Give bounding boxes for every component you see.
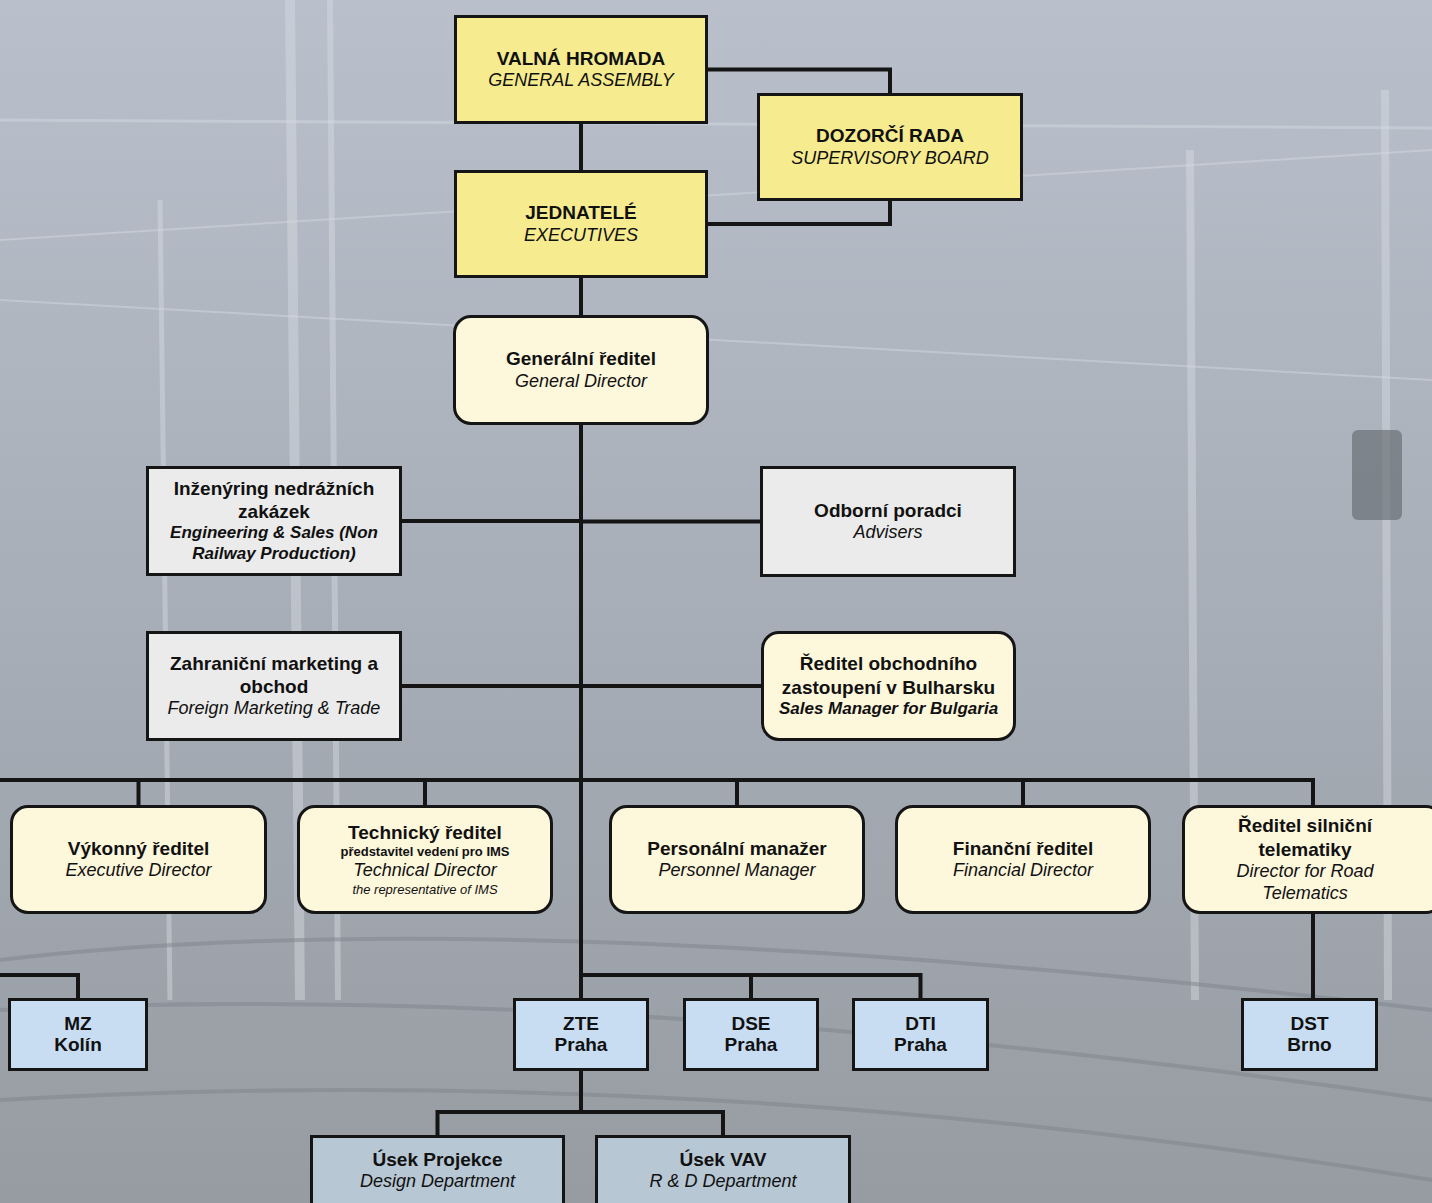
node-text: Úsek Projekce [373,1148,503,1171]
org-connector [579,124,583,170]
director-box: Generální ředitelGeneral Director [453,315,709,425]
signal-light [1352,430,1402,520]
node-text: JEDNATELÉ [525,201,637,224]
node-text: Advisers [853,522,922,544]
org-connector [708,201,890,224]
node-text: General Director [515,371,647,393]
node-text: Technical Director [353,860,496,882]
overhead-wire [0,150,1432,240]
division-box: DSE Praha [683,998,819,1071]
division-box: ZTE Praha [513,998,649,1071]
org-connector [425,425,581,805]
node-text: Personnel Manager [658,860,815,882]
node-text: Personální manažer [647,837,827,860]
org-connector [402,425,581,686]
org-connector [581,425,737,805]
division-box: DTI Praha [852,998,989,1071]
node-text: DSE Praha [725,1014,778,1056]
staff-box: Zahraniční marketing a obchodForeign Mar… [146,631,402,741]
node-text: Ředitel obchodního zastoupení v Bulharsk… [772,652,1005,698]
org-connector [581,425,760,522]
governing-body-box: VALNÁ HROMADAGENERAL ASSEMBLY [454,15,708,124]
director-box: Ředitel silniční telematikyDirector for … [1182,805,1432,914]
org-connector [581,1071,723,1135]
org-connector [402,425,581,521]
org-connector [579,278,583,315]
bus-extension [0,778,140,782]
org-connector [581,425,761,686]
overhead-wire [0,120,1432,128]
node-text: Director for Road Telematics [1193,861,1417,905]
node-text: Zahraniční marketing a obchod [157,652,391,698]
node-text: Financial Director [953,860,1093,882]
governing-body-box: DOZORČÍ RADASUPERVISORY BOARD [757,93,1023,201]
node-text: MZ Kolín [54,1014,101,1056]
node-text: Finanční ředitel [953,837,1093,860]
offpage-branch [0,975,78,998]
node-text: Inženýring nedrážních zakázek [157,477,391,523]
node-text: GENERAL ASSEMBLY [488,70,673,92]
division-box: MZ Kolín [8,998,148,1071]
org-connector [1311,914,1315,998]
node-text: Generální ředitel [506,347,656,370]
node-text: Výkonný ředitel [68,837,210,860]
department-box: Úsek ProjekceDesign Department [310,1135,565,1203]
node-text: Engineering & Sales (Non Railway Product… [157,523,391,564]
director-box: Výkonný ředitelExecutive Director [10,805,267,914]
node-text: Úsek VAV [680,1148,767,1171]
node-text: DTI Praha [894,1014,947,1056]
org-connector [708,70,890,94]
node-text: Sales Manager for Bulgaria [779,699,998,720]
node-text: EXECUTIVES [524,225,638,247]
node-text: Technický ředitel [348,821,502,844]
node-text: R & D Department [649,1171,796,1193]
division-box: DST Brno [1241,998,1378,1071]
director-box: Personální manažerPersonnel Manager [609,805,865,914]
org-connector [581,425,1023,805]
node-text: Ředitel silniční telematiky [1193,814,1417,860]
staff-box: Odborní poradciAdvisers [760,466,1016,577]
node-text: Design Department [360,1171,515,1193]
node-text: Odborní poradci [814,499,962,522]
director-box: Ředitel obchodního zastoupení v Bulharsk… [761,631,1016,741]
node-text: Executive Director [65,860,211,882]
org-connector [581,425,1313,805]
node-text: ZTE Praha [555,1014,608,1056]
node-text: the representative of IMS [352,882,497,898]
node-text: představitel vedení pro IMS [340,844,509,860]
department-box: Úsek VAVR & D Department [595,1135,851,1203]
node-text: VALNÁ HROMADA [497,47,666,70]
node-text: SUPERVISORY BOARD [791,148,989,170]
staff-box: Inženýring nedrážních zakázekEngineering… [146,466,402,576]
node-text: Foreign Marketing & Trade [168,698,381,720]
overhead-wire [0,300,1432,380]
node-text: DST Brno [1287,1014,1331,1056]
node-text: DOZORČÍ RADA [816,124,964,147]
governing-body-box: JEDNATELÉEXECUTIVES [454,170,708,278]
director-box: Finanční ředitelFinancial Director [895,805,1151,914]
org-connector [438,1071,582,1135]
director-box: Technický ředitelpředstavitel vedení pro… [297,805,553,914]
org-connector [139,425,582,805]
